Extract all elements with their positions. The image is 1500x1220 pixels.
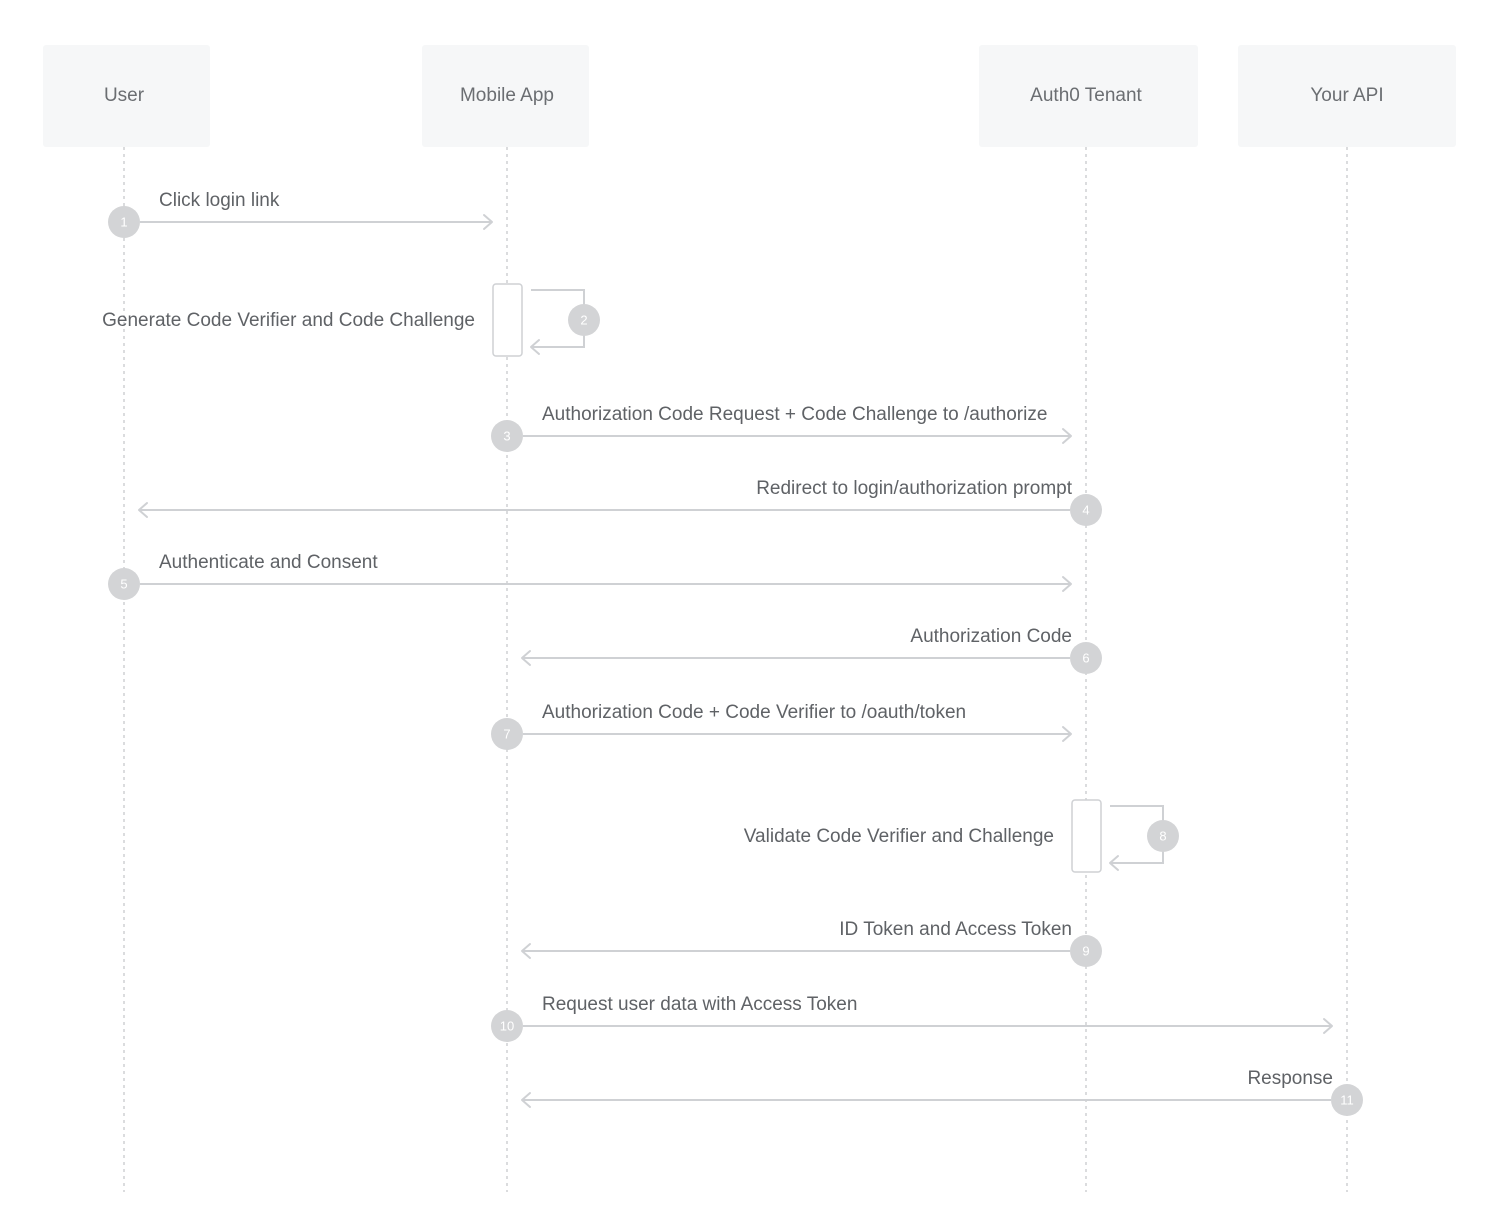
- step-number: 10: [500, 1019, 514, 1034]
- step-number: 4: [1082, 503, 1089, 518]
- step-number-badge: [568, 304, 600, 336]
- arrow-head: [1109, 855, 1119, 871]
- step-number-badge: [1070, 494, 1102, 526]
- step-number: 6: [1082, 651, 1089, 666]
- step-number-badge: [108, 206, 140, 238]
- participant-label: Your API: [1310, 85, 1383, 106]
- activation-bar: [492, 283, 523, 357]
- step-number-badge: [1331, 1084, 1363, 1116]
- participant-box: [979, 45, 1198, 147]
- message-label: ID Token and Access Token: [839, 919, 1072, 940]
- step-number: 5: [120, 577, 127, 592]
- step-number: 3: [503, 429, 510, 444]
- message-label: Click login link: [159, 190, 280, 211]
- message-label: Authorization Code + Code Verifier to /o…: [542, 702, 966, 723]
- step-number: 9: [1082, 944, 1089, 959]
- participant-label: Auth0 Tenant: [1030, 85, 1142, 106]
- arrow-head: [1062, 576, 1072, 592]
- activation-bar: [1071, 799, 1102, 873]
- step-2: 2 Generate Code Verifier and Code Challen…: [102, 283, 600, 357]
- message-label: Validate Code Verifier and Challenge: [744, 826, 1054, 847]
- participant-label: Mobile App: [460, 85, 554, 106]
- participant-box: [1238, 45, 1456, 147]
- participant-label: User: [104, 85, 145, 106]
- arrow-head: [1062, 726, 1072, 742]
- step-3: 3 Authorization Code Request + Code Chall…: [491, 404, 1072, 452]
- message-label: Redirect to login/authorization prompt: [756, 478, 1073, 499]
- participant-user: User: [43, 45, 210, 147]
- step-number-badge: [1070, 935, 1102, 967]
- step-number-badge: [1070, 642, 1102, 674]
- step-8: 8 Validate Code Verifier and Challenge: [744, 799, 1179, 873]
- step-number: 7: [503, 727, 510, 742]
- participant-auth0: Auth0 Tenant: [979, 45, 1198, 147]
- step-5: 5 Authenticate and Consent: [108, 552, 1072, 600]
- step-6: 6 Authorization Code: [521, 626, 1102, 674]
- step-9: 9 ID Token and Access Token: [521, 919, 1102, 967]
- arrow-head: [1323, 1018, 1333, 1034]
- arrow-head: [483, 214, 493, 230]
- arrow-head: [138, 502, 148, 518]
- message-label: Response: [1247, 1068, 1333, 1089]
- message-label: Generate Code Verifier and Code Challeng…: [102, 310, 475, 331]
- participant-box: [422, 45, 589, 147]
- participant-api: Your API: [1238, 45, 1456, 147]
- arrow-head: [521, 1092, 531, 1108]
- participant-app: Mobile App: [422, 45, 589, 147]
- arrow-head: [521, 943, 531, 959]
- step-number: 11: [1340, 1093, 1354, 1108]
- message-label: Authorization Code: [910, 626, 1072, 647]
- step-number-badge: [108, 568, 140, 600]
- step-number-badge: [491, 718, 523, 750]
- step-number: 8: [1159, 829, 1166, 844]
- step-number-badge: [491, 1010, 523, 1042]
- step-7: 7 Authorization Code + Code Verifier to /…: [491, 702, 1072, 750]
- step-number-badge: [491, 420, 523, 452]
- step-number: 2: [580, 313, 587, 328]
- step-11: 11 Response: [521, 1068, 1363, 1116]
- step-10: 10 Request user data with Access Token: [491, 994, 1333, 1042]
- step-1: 1 Click login link: [108, 190, 493, 238]
- arrow-head: [530, 339, 540, 355]
- message-label: Authenticate and Consent: [159, 552, 378, 573]
- message-label: Request user data with Access Token: [542, 994, 857, 1015]
- step-4: 4 Redirect to login/authorization prompt: [138, 478, 1102, 526]
- message-label: Authorization Code Request + Code Challe…: [542, 404, 1047, 425]
- arrow-head: [521, 650, 531, 666]
- step-number-badge: [1147, 820, 1179, 852]
- step-number: 1: [120, 215, 127, 230]
- arrow-head: [1062, 428, 1072, 444]
- participant-box: [43, 45, 210, 147]
